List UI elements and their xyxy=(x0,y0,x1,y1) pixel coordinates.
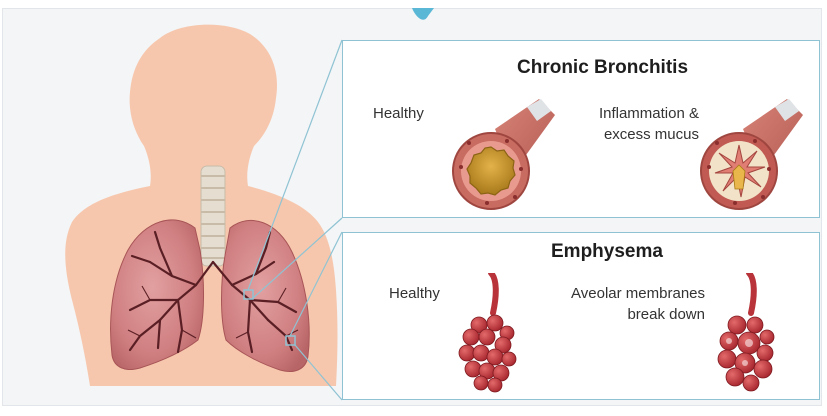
bronchitis-panel: Chronic Bronchitis Healthy Inflammation … xyxy=(342,40,820,218)
trachea xyxy=(201,166,225,266)
bronchitis-diseased-label: Inflammation & excess mucus xyxy=(565,103,699,145)
emphysema-diseased-label-line1: Aveolar membranes xyxy=(525,283,705,304)
inflamed-bronchus-illustration xyxy=(695,93,805,213)
bronchitis-healthy-label: Healthy xyxy=(373,103,424,124)
damaged-alveoli-illustration xyxy=(715,273,779,395)
healthy-alveoli-illustration xyxy=(457,273,521,395)
emphysema-diseased-label-line2: break down xyxy=(525,304,705,325)
bronchitis-diseased-label-line2: excess mucus xyxy=(565,124,699,145)
emphysema-title: Emphysema xyxy=(551,241,663,263)
bronchitis-title: Chronic Bronchitis xyxy=(517,57,688,79)
bronchitis-diseased-label-line1: Inflammation & xyxy=(565,103,699,124)
accent-arrow-stem xyxy=(412,8,434,20)
emphysema-healthy-label: Healthy xyxy=(389,283,440,304)
emphysema-diseased-label: Aveolar membranes break down xyxy=(525,283,705,325)
emphysema-panel: Emphysema Healthy Aveolar membranes brea… xyxy=(342,232,820,400)
healthy-bronchus-illustration xyxy=(447,93,557,213)
